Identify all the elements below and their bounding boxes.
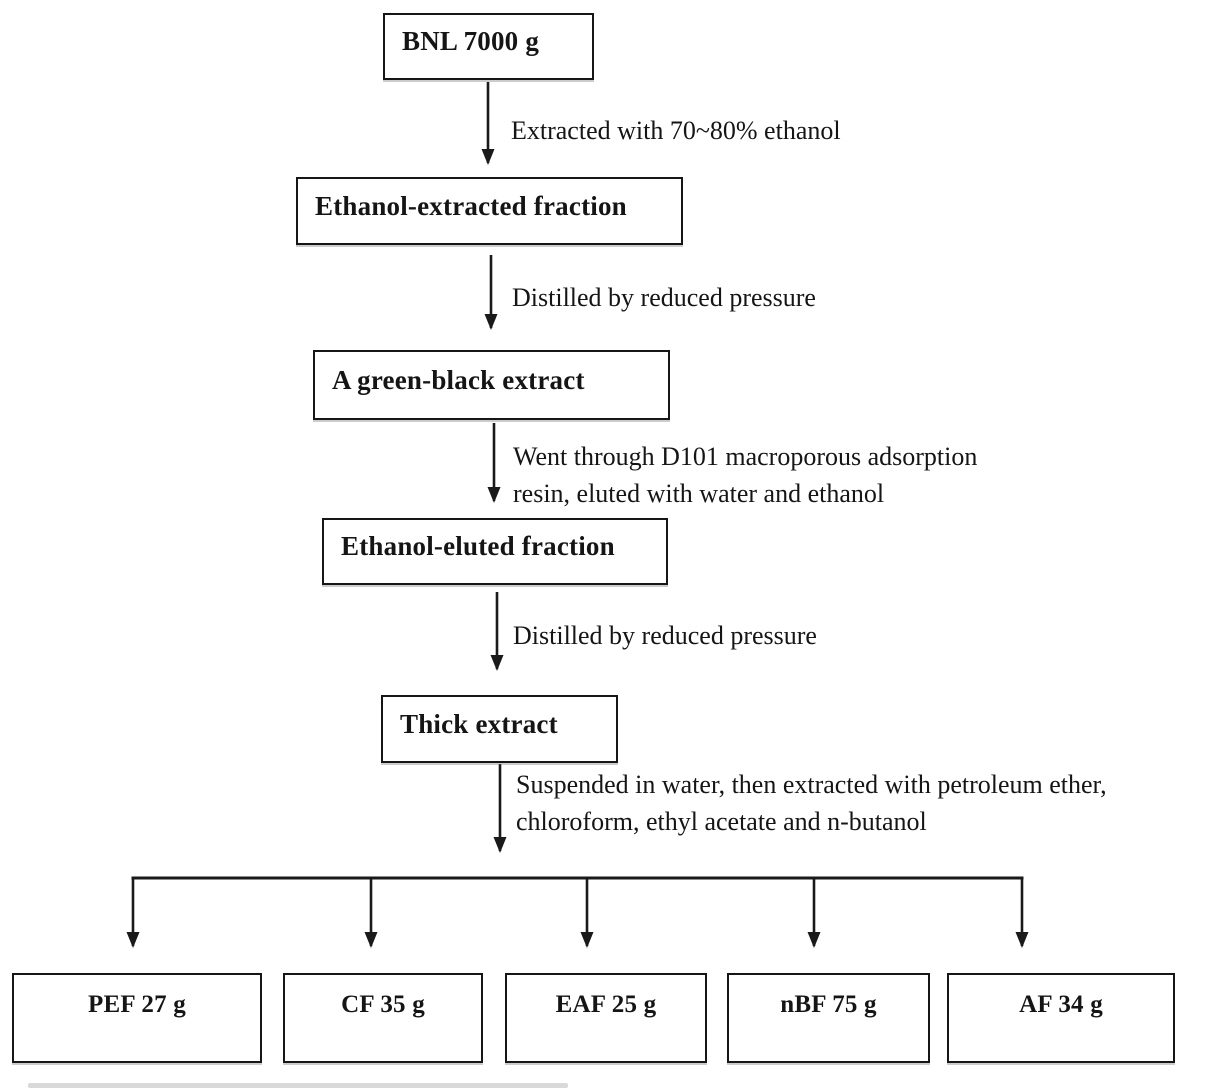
- node-thick-extract: Thick extract: [381, 695, 618, 763]
- node-ethanol-extracted-fraction-label: Ethanol-extracted fraction: [315, 190, 627, 221]
- edge-label-d101-resin: Went through D101 macroporous adsorption…: [513, 442, 978, 508]
- node-fraction-cf-label: CF 35 g: [341, 991, 425, 1018]
- node-fraction-eaf: EAF 25 g: [505, 973, 707, 1063]
- node-fraction-pef: PEF 27 g: [12, 973, 262, 1063]
- node-fraction-pef-label: PEF 27 g: [88, 991, 186, 1018]
- node-fraction-eaf-label: EAF 25 g: [555, 991, 657, 1018]
- node-fraction-cf: CF 35 g: [283, 973, 483, 1063]
- node-fraction-nbf: nBF 75 g: [727, 973, 930, 1063]
- node-bnl-label: BNL 7000 g: [402, 26, 540, 56]
- scan-artifact: [28, 1083, 568, 1088]
- node-thick-extract-label: Thick extract: [400, 708, 558, 739]
- node-ethanol-eluted-fraction: Ethanol-eluted fraction: [322, 518, 668, 585]
- edge-label-distilled-1: Distilled by reduced pressure: [512, 283, 816, 312]
- node-fraction-af: AF 34 g: [947, 973, 1175, 1063]
- node-bnl: BNL 7000 g: [383, 13, 594, 80]
- edge-label-ethanol-extraction: Extracted with 70~80% ethanol: [511, 116, 841, 145]
- edge-label-distilled-2: Distilled by reduced pressure: [513, 621, 817, 650]
- node-fraction-nbf-label: nBF 75 g: [780, 991, 877, 1018]
- node-green-black-extract: A green-black extract: [313, 350, 670, 420]
- node-ethanol-extracted-fraction: Ethanol-extracted fraction: [296, 177, 683, 245]
- node-green-black-extract-label: A green-black extract: [332, 364, 585, 395]
- node-fraction-af-label: AF 34 g: [1019, 991, 1103, 1018]
- edge-label-suspended-partition: Suspended in water, then extracted with …: [516, 770, 1107, 836]
- node-ethanol-eluted-fraction-label: Ethanol-eluted fraction: [341, 531, 615, 561]
